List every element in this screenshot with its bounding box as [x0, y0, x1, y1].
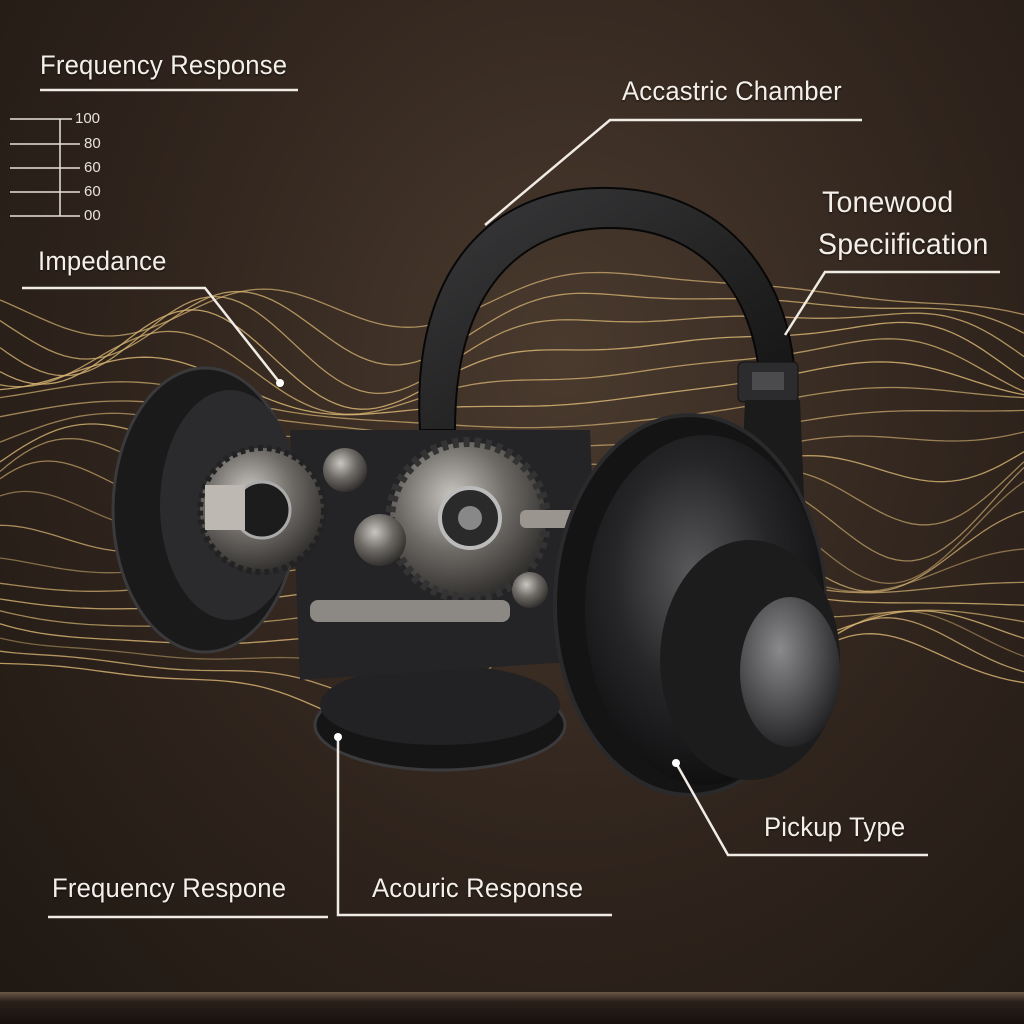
label-pickup-type: Pickup Type: [764, 812, 905, 843]
label-frequency-response-top: Frequency Response: [40, 50, 287, 81]
floor-edge: [0, 992, 1024, 1024]
scale-tick: 80: [84, 135, 101, 152]
wave-line: [0, 273, 1024, 337]
scale-tick: 00: [84, 207, 101, 224]
scale-tick: 60: [84, 159, 101, 176]
mini-scale: [10, 119, 80, 216]
label-specification: Speciification: [818, 228, 989, 262]
right-cup-disc: [740, 597, 840, 747]
label-acouric-response: Acouric Response: [372, 873, 583, 904]
scale-tick: 60: [84, 183, 101, 200]
wave-line: [0, 297, 1024, 394]
label-tonewood: Tonewood: [822, 186, 953, 220]
label-impedance: Impedance: [38, 246, 167, 277]
label-acoustic-chamber: Accastric Chamber: [622, 76, 842, 107]
scale-tick: 100: [75, 110, 100, 127]
label-frequency-response-bottom: Frequency Respone: [52, 873, 286, 904]
